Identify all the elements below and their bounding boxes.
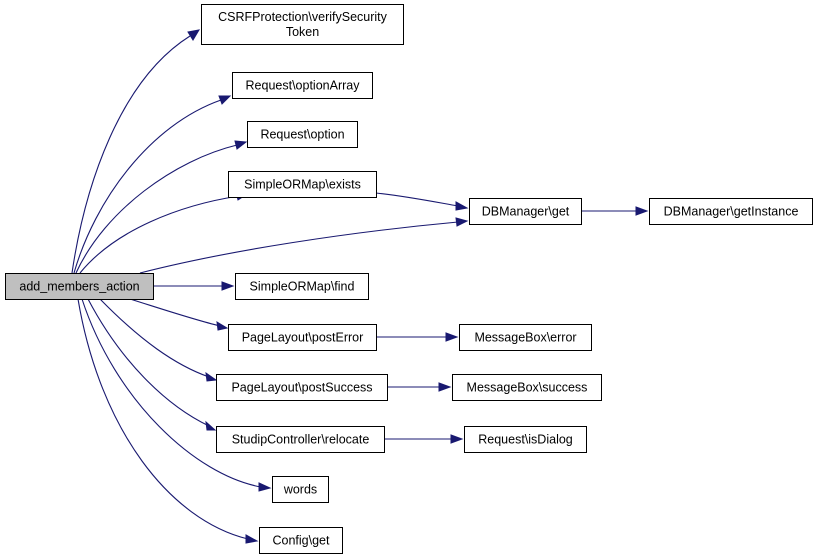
node-find[interactable]: SimpleORMap\find (235, 273, 369, 300)
edge-root-to-opt (75, 140, 248, 274)
node-box (228, 171, 377, 198)
edge-arrowhead (218, 95, 232, 105)
node-isdialog[interactable]: Request\isDialog (464, 426, 587, 453)
node-label: Request\optionArray (246, 79, 361, 93)
edge-arrowhead (216, 321, 229, 331)
edge-arrowhead (234, 140, 248, 150)
node-label: Request\isDialog (478, 433, 573, 447)
edge-line (73, 99, 222, 274)
edge-line (139, 221, 459, 274)
edge-line (99, 298, 210, 378)
node-box (228, 324, 377, 351)
node-box (216, 426, 385, 453)
node-postsucc[interactable]: PageLayout\postSuccess (216, 374, 388, 401)
edge-line (79, 195, 240, 274)
edge-arrowhead (438, 382, 452, 392)
edge-arrowhead (445, 332, 459, 342)
edge-arrowhead (635, 206, 649, 216)
edge-postsucc-to-mbsucc (387, 382, 452, 392)
node-label: DBManager\get (482, 205, 570, 219)
node-label: DBManager\getInstance (664, 205, 799, 219)
node-label: add_members_action (19, 280, 139, 294)
node-label: PageLayout\postError (242, 331, 364, 345)
node-label: Token (286, 25, 319, 39)
node-label: Request\option (260, 128, 344, 142)
node-label: Config\get (273, 534, 331, 548)
node-root[interactable]: add_members_action (5, 273, 154, 300)
edge-line (77, 298, 249, 540)
node-box (259, 527, 343, 554)
node-dbget[interactable]: DBManager\get (469, 198, 582, 225)
edge-root-to-optarr (73, 95, 232, 274)
node-box (201, 4, 404, 45)
edge-root-to-exists (79, 191, 249, 274)
node-reloc[interactable]: StudipController\relocate (216, 426, 385, 453)
edge-arrowhead (187, 29, 200, 41)
node-box (247, 121, 358, 148)
edge-root-to-find (153, 281, 235, 291)
node-cfg[interactable]: Config\get (259, 527, 343, 554)
node-box (232, 72, 373, 99)
edge-root-to-postsucc (99, 298, 218, 382)
node-label: SimpleORMap\find (250, 280, 355, 294)
node-exists[interactable]: SimpleORMap\exists (228, 171, 377, 198)
node-box (235, 273, 369, 300)
edge-arrowhead (455, 201, 469, 211)
node-optarr[interactable]: Request\optionArray (232, 72, 373, 99)
edge-root-to-cfg (77, 298, 259, 544)
edge-line (81, 298, 262, 488)
edge-arrowhead (245, 534, 259, 544)
edge-line (75, 144, 238, 274)
edge-arrowhead (258, 482, 272, 492)
edge-arrowhead (205, 420, 217, 431)
call-graph-nodes: add_members_action CSRFProtection\verifyS… (5, 4, 813, 554)
node-label: PageLayout\postSuccess (231, 381, 372, 395)
node-label: MessageBox\success (467, 381, 588, 395)
node-dbinst[interactable]: DBManager\getInstance (649, 198, 813, 225)
node-label: SimpleORMap\exists (244, 178, 361, 192)
node-label: words (283, 483, 317, 497)
edge-root-to-csrf (71, 29, 200, 274)
edge-posterr-to-mberr (376, 332, 459, 342)
node-label: CSRFProtection\verifySecurity (218, 10, 388, 24)
node-mbsucc[interactable]: MessageBox\success (452, 374, 602, 401)
edge-root-to-words (81, 298, 272, 492)
node-box (216, 374, 388, 401)
node-box (452, 374, 602, 401)
node-opt[interactable]: Request\option (247, 121, 358, 148)
edge-line (129, 298, 221, 327)
node-box (459, 324, 592, 351)
edge-dbget-to-dbinst (581, 206, 649, 216)
edge-line (71, 35, 191, 274)
edge-exists-to-dbget (375, 192, 469, 211)
edge-reloc-to-isdialog (384, 434, 464, 444)
edge-root-to-dbget (139, 217, 469, 274)
node-label: MessageBox\error (474, 331, 576, 345)
edge-arrowhead (455, 217, 469, 227)
edge-arrowhead (205, 371, 218, 382)
node-box (5, 273, 154, 300)
node-box (272, 476, 329, 503)
edge-arrowhead (450, 434, 464, 444)
edge-arrowhead (221, 281, 235, 291)
node-box (469, 198, 582, 225)
node-box (649, 198, 813, 225)
node-label: StudipController\relocate (232, 433, 370, 447)
node-posterr[interactable]: PageLayout\postError (228, 324, 377, 351)
node-words[interactable]: words (272, 476, 329, 503)
edge-line (87, 298, 210, 427)
node-mberr[interactable]: MessageBox\error (459, 324, 592, 351)
edge-root-to-posterr (129, 298, 229, 331)
node-box (464, 426, 587, 453)
edge-root-to-reloc (87, 298, 217, 431)
edge-line (375, 192, 459, 207)
